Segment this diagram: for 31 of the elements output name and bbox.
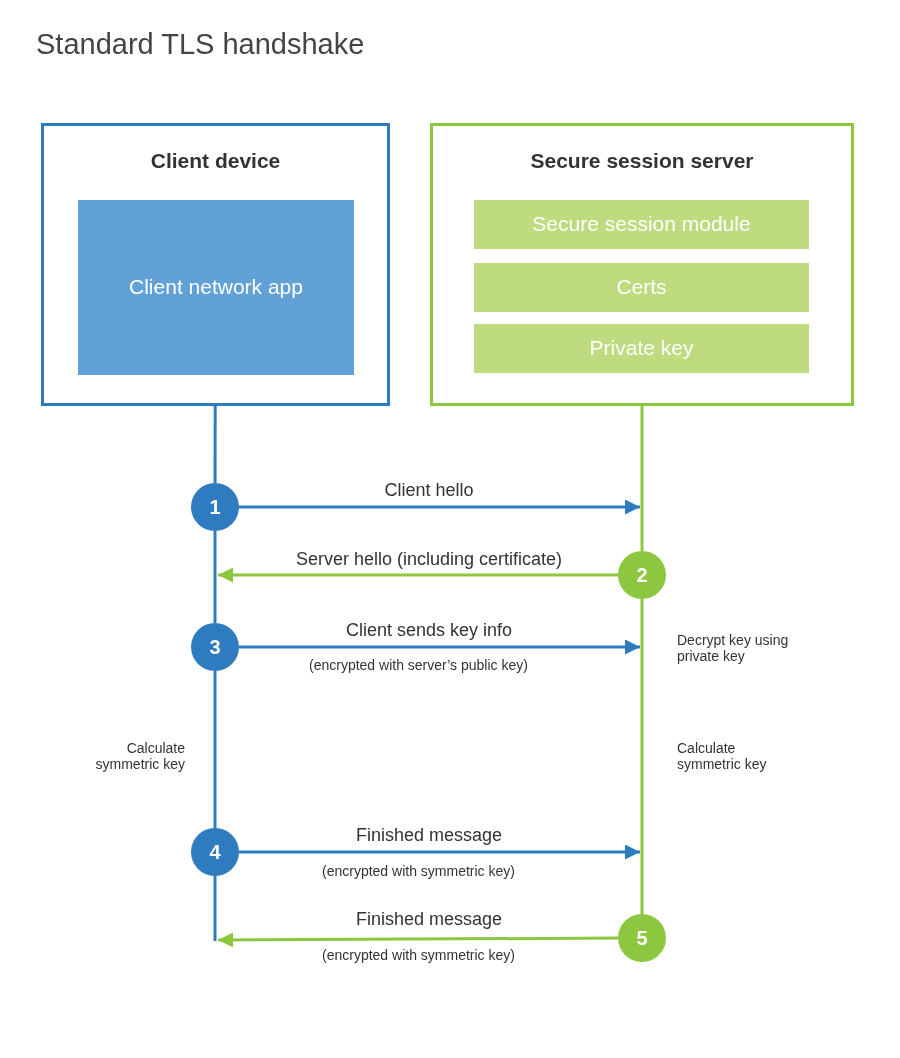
diagram-title: Standard TLS handshake [36,28,365,61]
step-number-badge: 3 [191,623,239,671]
note-text: Decrypt key using private key [677,632,790,664]
server-frame [430,123,854,406]
arrow [218,932,618,948]
lifeline [213,406,217,483]
device-frame [41,123,390,406]
note-text: (encrypted with symmetric key) [322,947,515,963]
arrow [239,639,640,655]
step-number-badge: 2 [618,551,666,599]
arrow [239,844,640,860]
lifeline [640,406,644,551]
step-number-badge: 5 [618,914,666,962]
note-text: Calculate symmetric key [677,740,768,772]
note-text: Calculate symmetric key [94,740,185,772]
lifeline [213,671,217,828]
lifeline [213,876,217,941]
component-box: Secure session module [474,200,809,249]
note-text: (encrypted with server’s public key) [309,657,528,673]
arrow [218,567,618,583]
step-number-badge: 1 [191,483,239,531]
frame-title: Client device [149,149,282,173]
arrow [239,499,640,515]
note-text: (encrypted with symmetric key) [322,863,515,879]
component-box: Certs [474,263,809,312]
lifeline [213,531,217,623]
component-box: Private key [474,324,809,373]
component-box: Client network app [78,200,354,375]
lifeline [640,599,644,914]
frame-title: Secure session server [529,149,755,173]
step-number-badge: 4 [191,828,239,876]
